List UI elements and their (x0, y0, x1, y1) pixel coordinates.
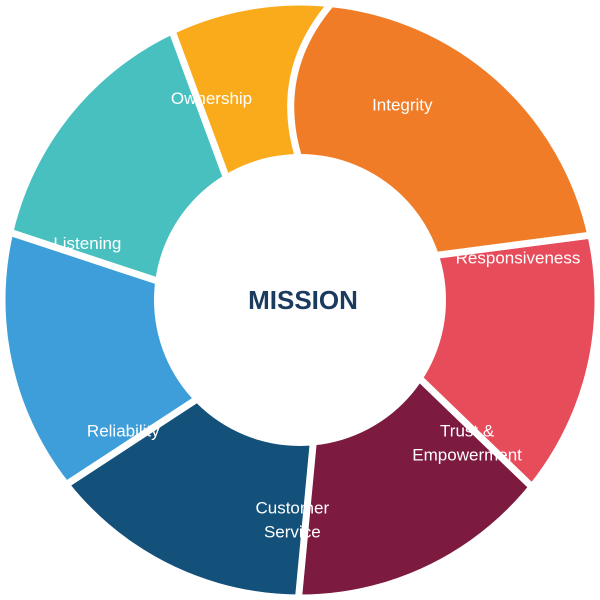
label-integrity: Integrity (372, 96, 433, 115)
label-responsiveness-line: Responsiveness (456, 249, 581, 268)
label-trust-empowerment: Trust & Empowerment (412, 422, 522, 465)
label-customer-service-line: Customer (255, 498, 329, 517)
label-responsiveness: Responsiveness (456, 249, 581, 268)
label-ownership: Ownership (171, 89, 252, 108)
label-trust-empowerment-line: Empowerment (412, 446, 522, 465)
label-reliability-line: Reliability (87, 422, 160, 441)
label-reliability: Reliability (87, 422, 160, 441)
label-ownership-line: Ownership (171, 89, 252, 108)
label-integrity-line: Integrity (372, 96, 433, 115)
center-title: MISSION (248, 285, 358, 315)
label-customer-service-line: Service (264, 522, 321, 541)
label-listening: Listening (53, 234, 121, 253)
label-listening-line: Listening (53, 234, 121, 253)
center-hub (154, 154, 446, 446)
label-trust-empowerment-line: Trust & (440, 422, 495, 441)
